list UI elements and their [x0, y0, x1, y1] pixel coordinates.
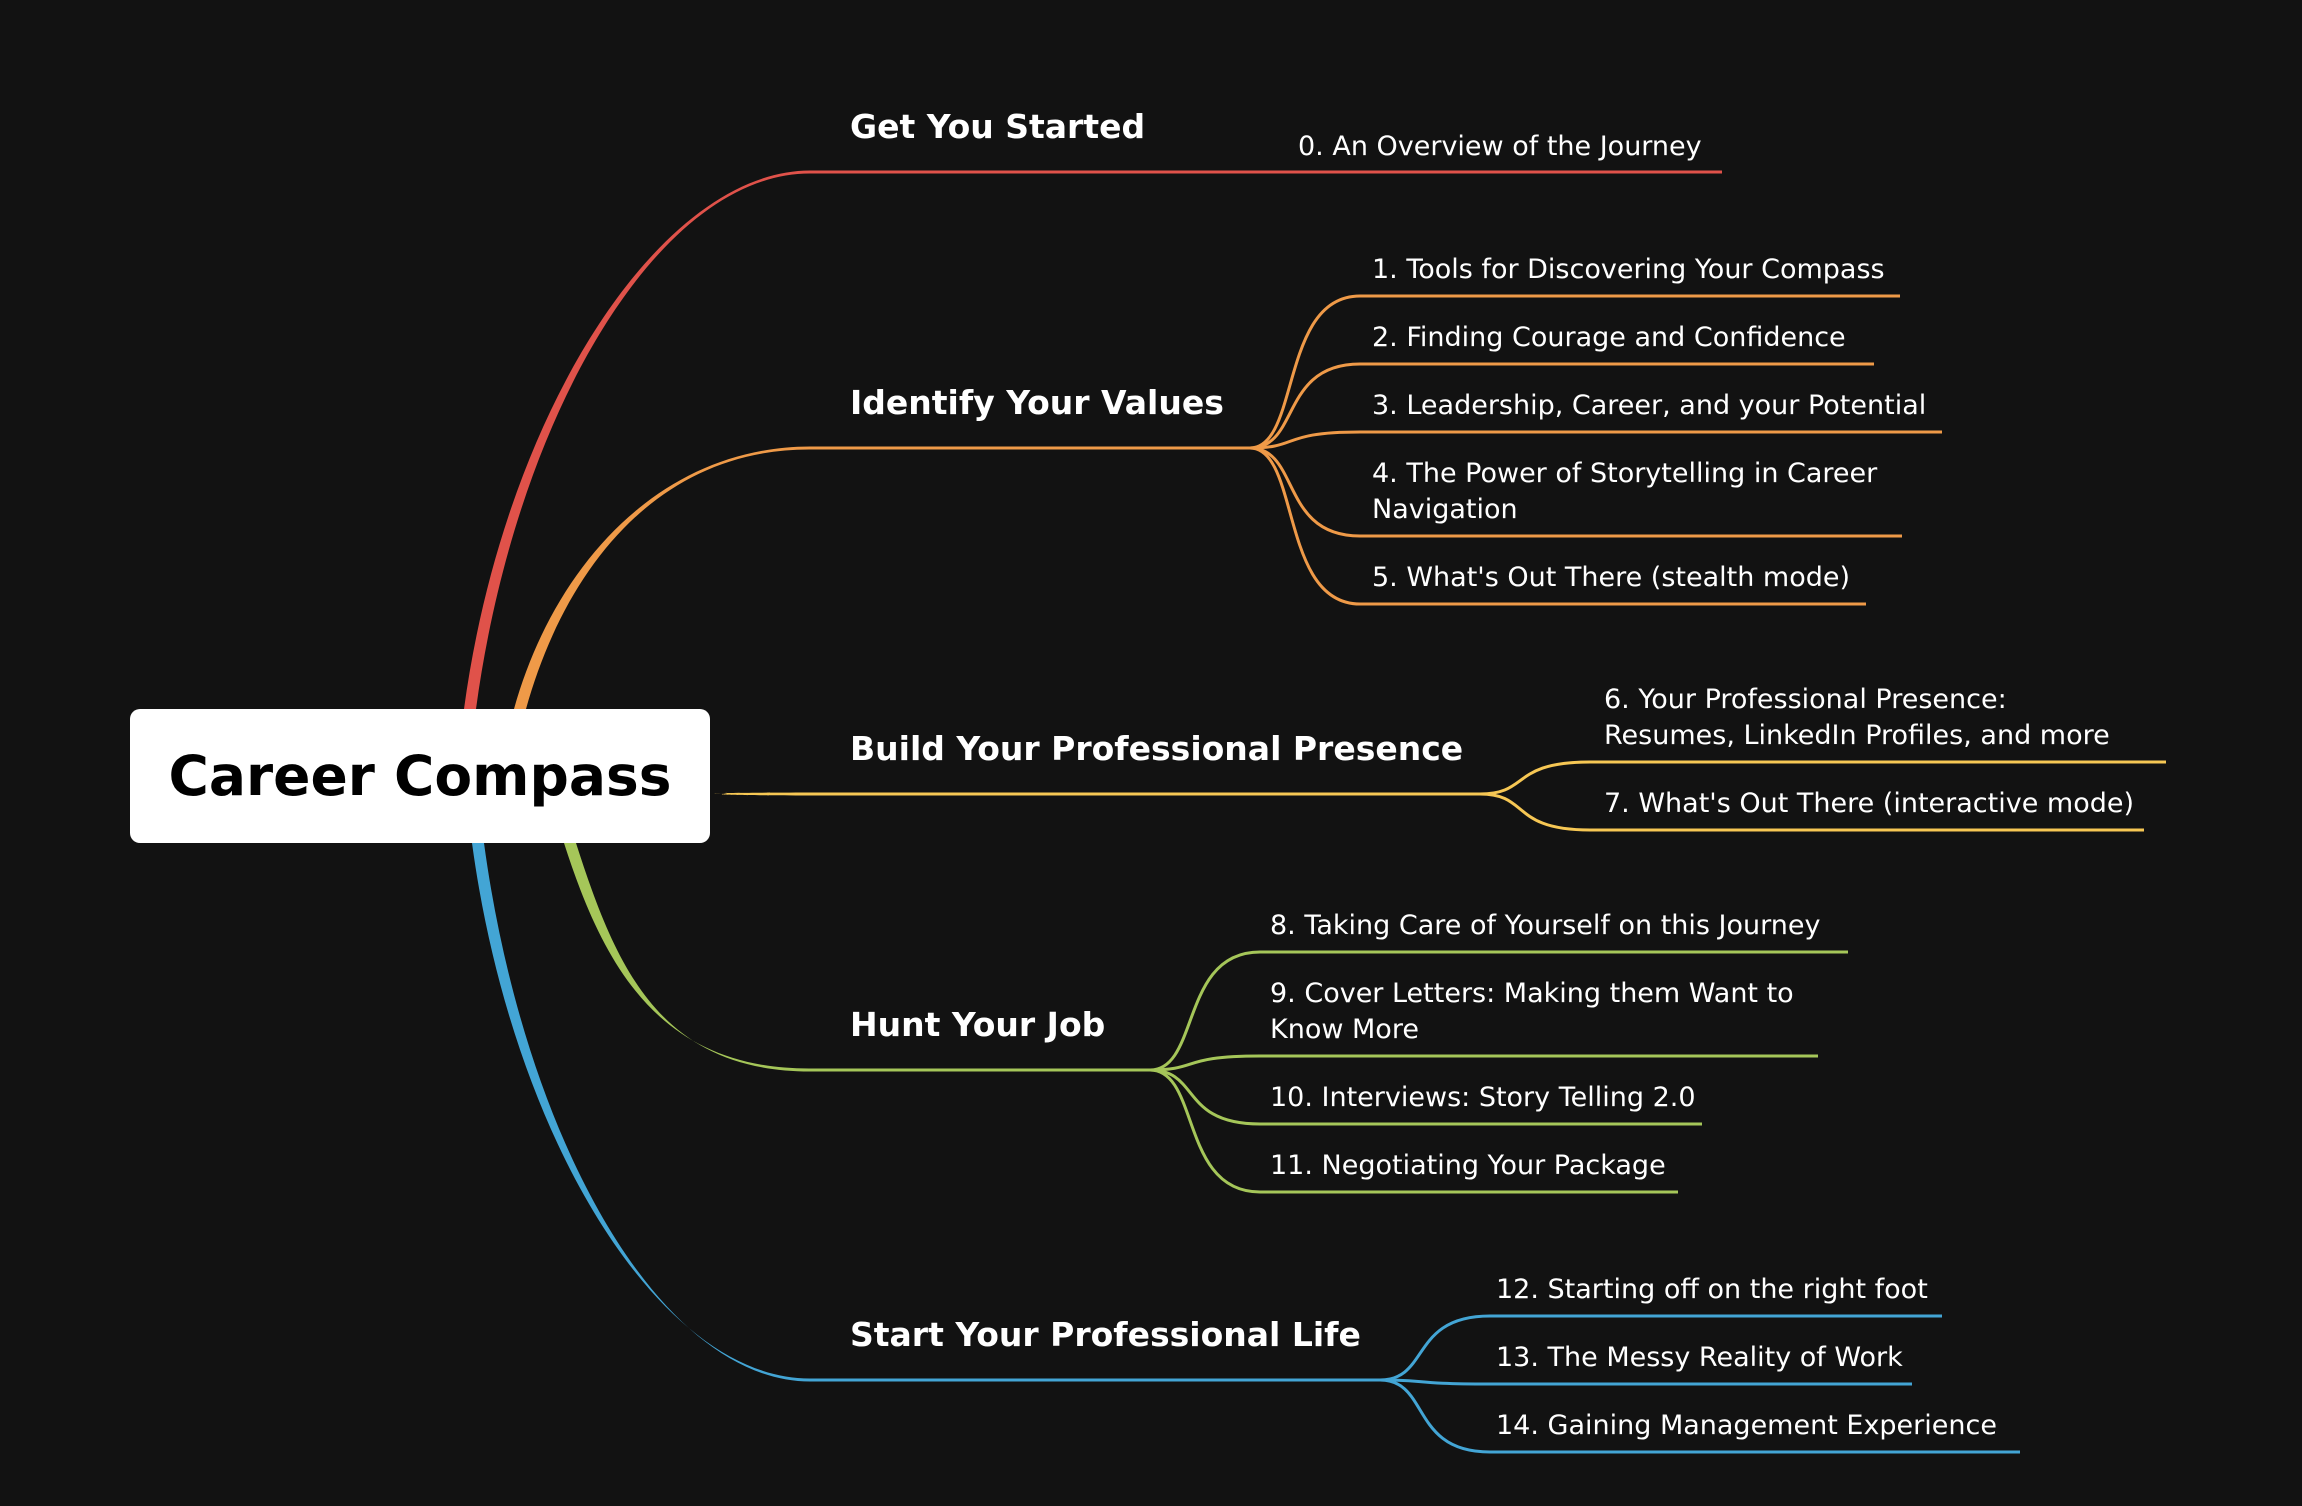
subtopic-text-line: 13. The Messy Reality of Work: [1496, 1342, 1903, 1373]
subtopic-text-line: Know More: [1270, 1014, 1419, 1045]
branch-title[interactable]: Build Your Professional Presence: [850, 729, 1463, 768]
leaf-connector: [1249, 446, 1902, 538]
leaf-connector: [1149, 950, 1848, 1072]
subtopic-item[interactable]: 13. The Messy Reality of Work: [1496, 1342, 1903, 1373]
leaf-connector: [1249, 430, 1942, 450]
branch-title[interactable]: Start Your Professional Life: [850, 1315, 1361, 1354]
subtopic-text-line: 6. Your Professional Presence:: [1604, 684, 2007, 715]
subtopic-item[interactable]: 14. Gaining Management Experience: [1496, 1410, 1997, 1441]
branch-title[interactable]: Get You Started: [850, 107, 1145, 146]
subtopic-text-line: Navigation: [1372, 494, 1518, 525]
branch-connector: [704, 792, 810, 796]
branch-title[interactable]: Identify Your Values: [850, 383, 1224, 422]
subtopic-item[interactable]: 1. Tools for Discovering Your Compass: [1372, 254, 1885, 285]
subtopic-item[interactable]: 9. Cover Letters: Making them Want to Kno…: [1270, 978, 1794, 1045]
leaf-connector: [1149, 1068, 1702, 1126]
central-topic[interactable]: Career Compass: [130, 709, 710, 843]
leaf-connector: [1379, 1378, 2020, 1454]
leaf-connector: [1149, 1054, 1818, 1072]
subtopic-text-line: 2. Finding Courage and Confidence: [1372, 322, 1846, 353]
subtopic-text-line: 12. Starting off on the right foot: [1496, 1274, 1928, 1305]
subtopic-item[interactable]: 8. Taking Care of Yourself on this Journ…: [1270, 910, 1821, 941]
subtopic-text-line: 9. Cover Letters: Making them Want to: [1270, 978, 1794, 1009]
leaf-connector: [1379, 1378, 1912, 1386]
subtopic-text-line: 10. Interviews: Story Telling 2.0: [1270, 1082, 1696, 1113]
subtopic-text-line: 8. Taking Care of Yourself on this Journ…: [1270, 910, 1821, 941]
leaf-connector: [1249, 294, 1900, 450]
subtopic-item[interactable]: 11. Negotiating Your Package: [1270, 1150, 1666, 1181]
subtopic-text-line: 3. Leadership, Career, and your Potentia…: [1372, 390, 1926, 421]
subtopic-text-line: 14. Gaining Management Experience: [1496, 1410, 1997, 1441]
branch-connector: [564, 843, 810, 1072]
branch-connector: [472, 843, 810, 1382]
central-topic-box[interactable]: [130, 709, 710, 843]
subtopic-text-line: 4. The Power of Storytelling in Career: [1372, 458, 1878, 489]
subtopic-item[interactable]: 12. Starting off on the right foot: [1496, 1274, 1928, 1305]
subtopic-text-line: 0. An Overview of the Journey: [1298, 131, 1702, 162]
leaf-connector: [1249, 362, 1874, 450]
branch-title[interactable]: Hunt Your Job: [850, 1005, 1105, 1044]
subtopic-item[interactable]: 0. An Overview of the Journey: [1298, 131, 1702, 162]
leaf-connector: [1249, 446, 1866, 606]
subtopic-item[interactable]: 10. Interviews: Story Telling 2.0: [1270, 1082, 1696, 1113]
subtopic-item[interactable]: 3. Leadership, Career, and your Potentia…: [1372, 390, 1926, 421]
subtopic-text-line: 7. What's Out There (interactive mode): [1604, 788, 2134, 819]
subtopic-item[interactable]: 7. What's Out There (interactive mode): [1604, 788, 2134, 819]
central-topic-title: Career Compass: [169, 744, 672, 808]
subtopic-text-line: 5. What's Out There (stealth mode): [1372, 562, 1850, 593]
branch-connector: [514, 446, 810, 709]
leaf-connector: [1149, 1068, 1678, 1194]
subtopic-item[interactable]: 2. Finding Courage and Confidence: [1372, 322, 1846, 353]
branch-connector: [464, 170, 810, 709]
leaf-connector: [1479, 792, 2144, 832]
leaf-connector: [1479, 760, 2166, 796]
subtopic-text-line: 11. Negotiating Your Package: [1270, 1150, 1666, 1181]
subtopic-item[interactable]: 6. Your Professional Presence: Resumes, L…: [1604, 684, 2110, 751]
subtopic-text-line: 1. Tools for Discovering Your Compass: [1372, 254, 1885, 285]
leaf-connector: [1379, 1314, 1942, 1382]
topic-nodes: Get You Started 0. An Overview of the Jou…: [850, 107, 2134, 1441]
subtopic-text-line: Resumes, LinkedIn Profiles, and more: [1604, 720, 2110, 751]
subtopic-item[interactable]: 5. What's Out There (stealth mode): [1372, 562, 1850, 593]
connector-lines: [464, 170, 2166, 1454]
